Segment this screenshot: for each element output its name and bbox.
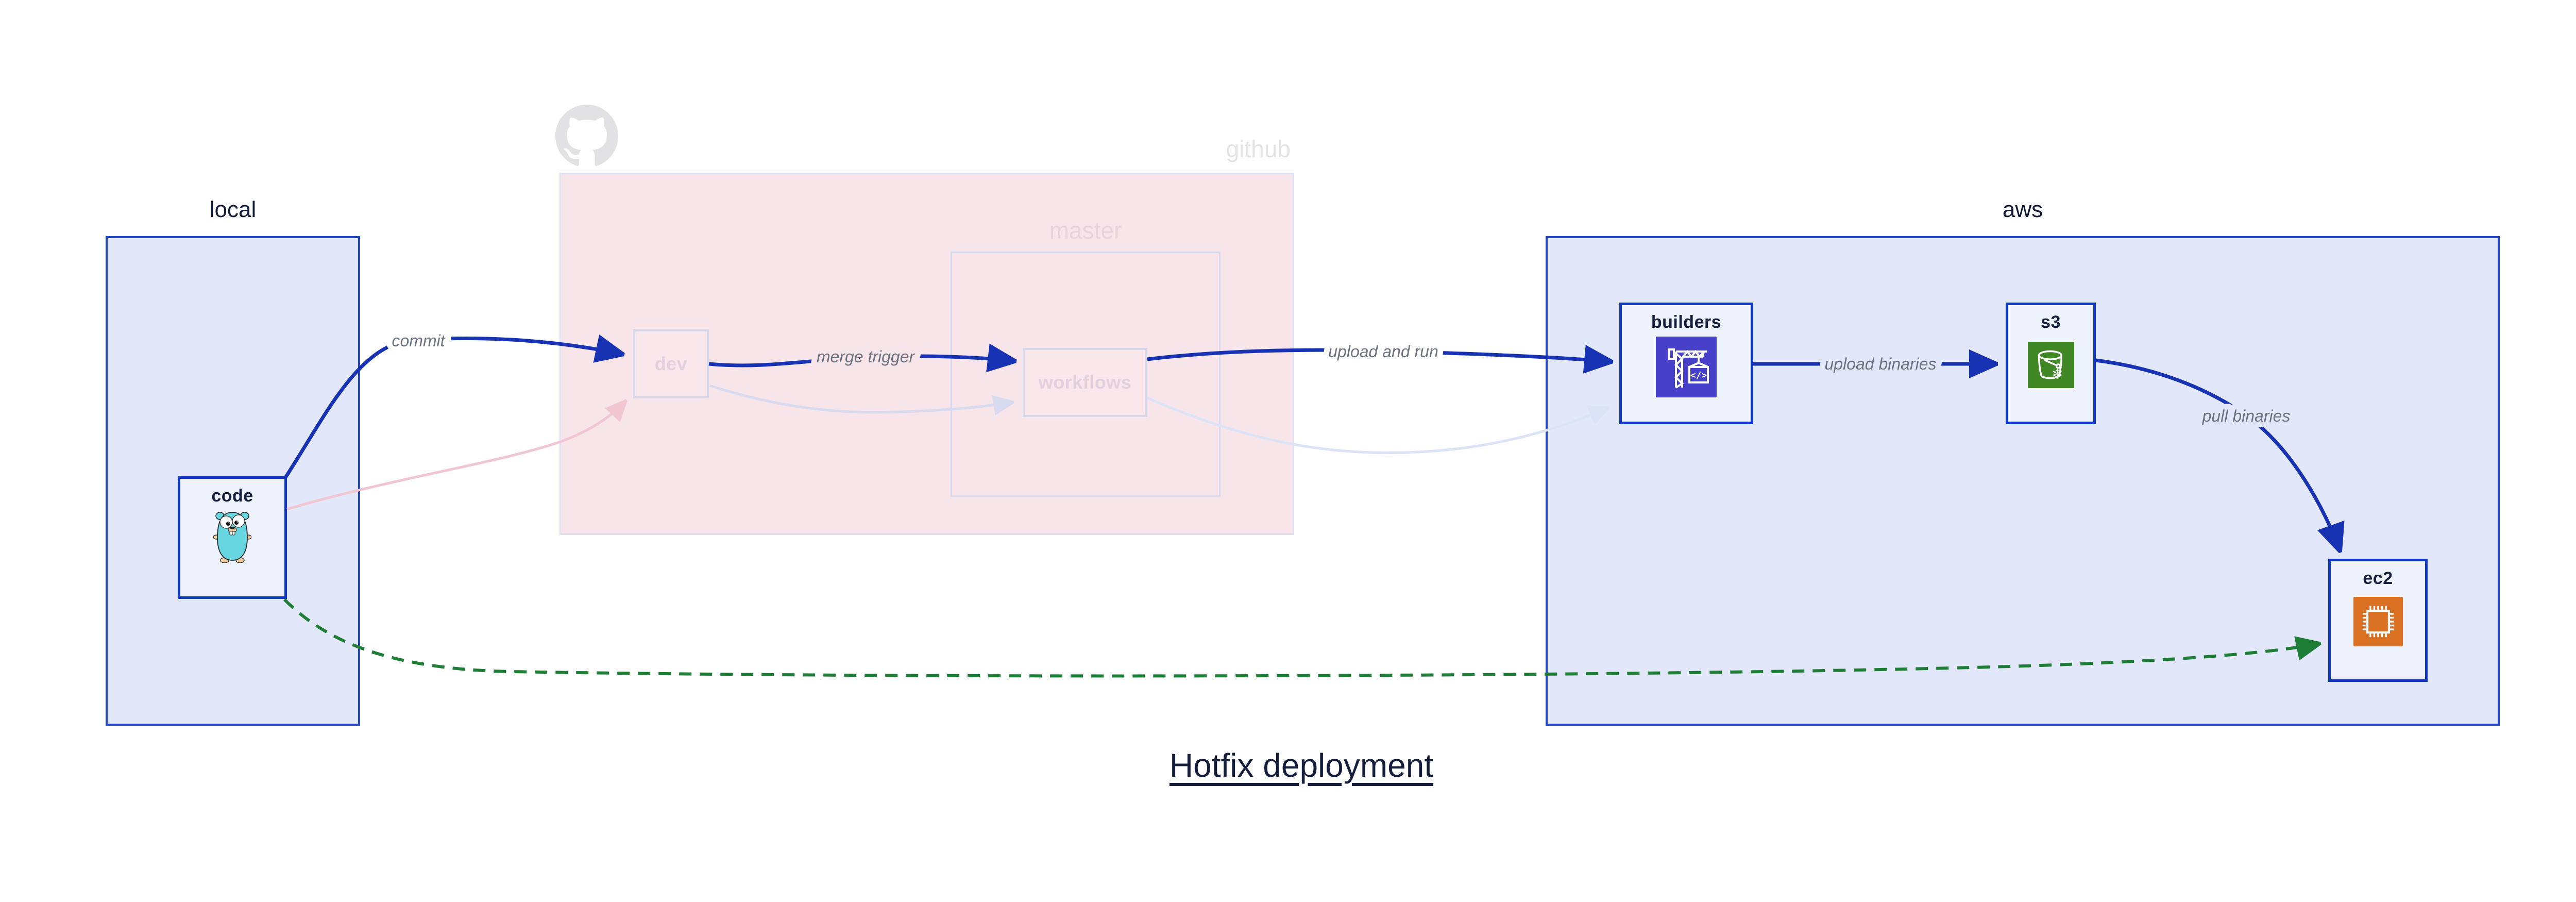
- node-code: code: [178, 476, 287, 599]
- node-dev: dev: [633, 329, 709, 398]
- github-group-label: github: [1226, 136, 1291, 162]
- local-group-label: local: [209, 197, 257, 222]
- edge-label-upload-and-run: upload and run: [1328, 342, 1438, 361]
- node-dev-label: dev: [654, 353, 688, 374]
- edge-label-commit: commit: [392, 331, 445, 350]
- node-ec2: ec2: [2328, 559, 2428, 682]
- node-workflows-label: workflows: [1038, 372, 1132, 393]
- node-s3-label: s3: [2041, 312, 2061, 332]
- s3-bucket-icon: ❄: [2027, 342, 2074, 388]
- aws-group-label: aws: [2002, 197, 2043, 222]
- node-workflows: workflows: [1023, 348, 1147, 417]
- codebuild-crane-icon: </>: [1656, 337, 1717, 397]
- master-group-box: [951, 252, 1221, 497]
- node-builders-label: builders: [1651, 312, 1722, 332]
- node-code-label: code: [211, 486, 253, 506]
- node-builders: builders </>: [1619, 303, 1753, 424]
- go-gopher-icon: [213, 512, 251, 563]
- ec2-chip-icon: [2353, 597, 2403, 646]
- node-ec2-label: ec2: [2363, 569, 2393, 588]
- diagram-title: Hotfix deployment: [1169, 747, 1434, 784]
- svg-text:</>: </>: [1690, 370, 1707, 381]
- svg-text:❄: ❄: [2052, 366, 2063, 382]
- github-octocat-icon: [555, 105, 618, 166]
- master-group-label: master: [1049, 217, 1122, 244]
- node-s3: s3 ❄: [2006, 303, 2096, 424]
